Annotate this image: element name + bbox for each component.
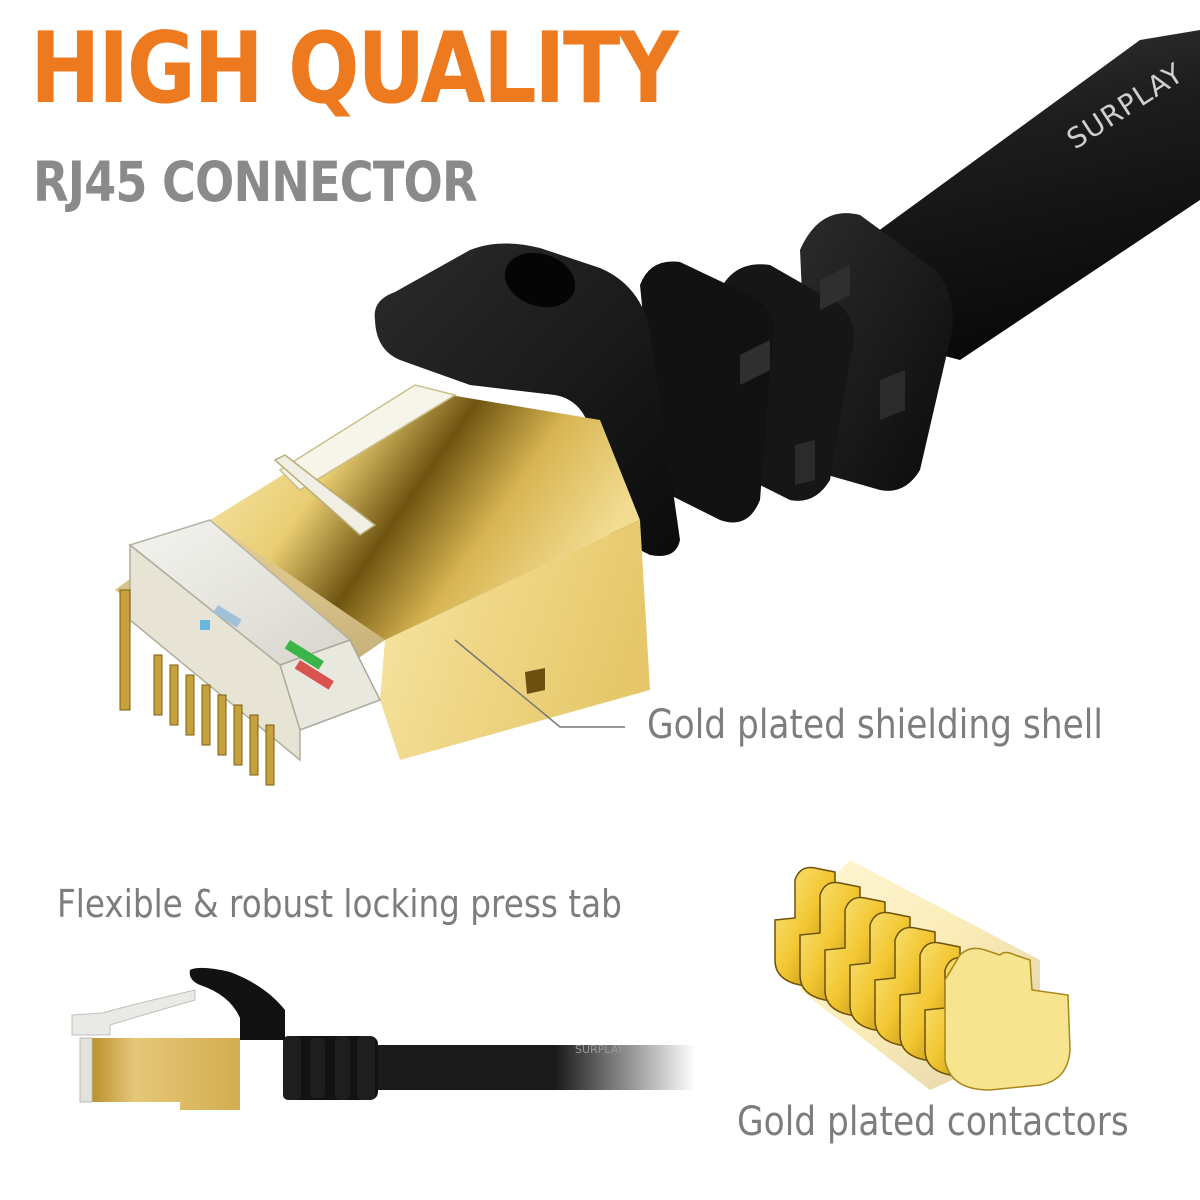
side-view-connector: SURPLAY: [71, 967, 695, 1110]
clear-plug-head: [128, 519, 382, 762]
headline-title: HIGH QUALITY: [30, 12, 679, 126]
leader-line: [454, 639, 625, 728]
callout-shielding-shell: Gold plated shielding shell: [647, 702, 1103, 748]
strain-relief-boot: [640, 213, 953, 523]
gold-pins: [119, 589, 275, 786]
clear-latch: [273, 384, 457, 536]
side-cable: [345, 1045, 695, 1090]
side-cable-print: SURPLAY: [575, 1043, 624, 1056]
gold-contactors-illustration: [774, 860, 1071, 1091]
callout-contactors: Gold plated contactors: [737, 1099, 1129, 1145]
headline-subtitle: RJ45 CONNECTOR: [33, 150, 478, 214]
callout-locking-tab: Flexible & robust locking press tab: [57, 882, 622, 926]
